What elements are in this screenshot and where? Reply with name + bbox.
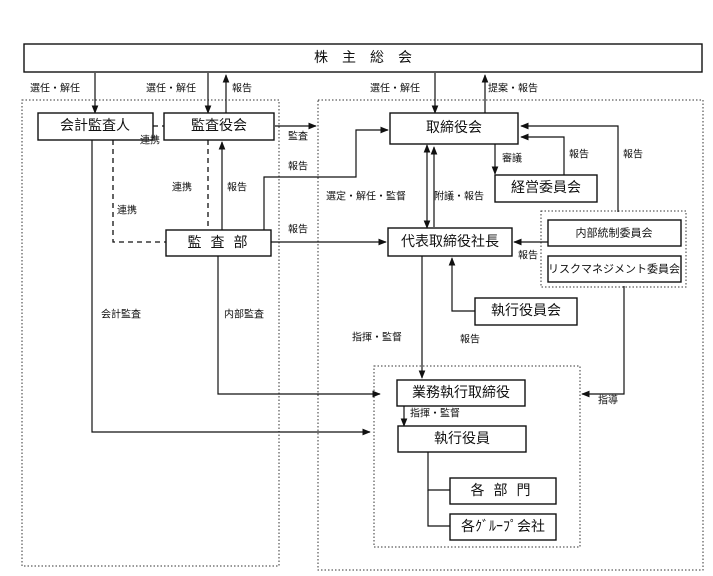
- risk-committee-box: リスクマネジメント委員会: [547, 255, 682, 283]
- internal-control-committee-label: 内部統制委員会: [576, 226, 653, 240]
- audit-dept-box: 監査部: [165, 229, 272, 257]
- edge-mgmt-committee-board: [520, 133, 565, 175]
- label-report-audit-dept-to-president: 報告: [288, 223, 308, 236]
- president-box: 代表取締役社長: [387, 227, 513, 257]
- executive-officers-committee-label: 執行役員会: [491, 303, 561, 319]
- board-label: 取締役会: [426, 119, 482, 136]
- audit-dept-label: 監査部: [188, 234, 257, 251]
- departments-box: 各部門: [449, 477, 557, 505]
- executive-director-label: 業務執行取締役: [412, 384, 510, 401]
- label-elect-dismiss-audit-board: 選任・解任: [146, 82, 196, 95]
- label-report-committees: 報告: [518, 249, 538, 262]
- label-audit: 監査: [288, 130, 308, 143]
- group-companies-label: 各ｸﾞﾙｰﾌﾟ会社: [461, 519, 545, 535]
- label-deliberation: 審議: [502, 152, 522, 165]
- label-report-right: 報告: [623, 148, 643, 161]
- edge-officer-departments: [427, 452, 450, 491]
- label-resolution-report: 附議・報告: [434, 190, 484, 203]
- label-accounting-audit: 会計監査: [101, 308, 141, 321]
- management-committee-box: 経営委員会: [494, 174, 598, 203]
- label-report-mgmt: 報告: [569, 148, 589, 161]
- label-elect-dismiss-auditor: 選任・解任: [30, 82, 80, 95]
- executive-officer-box: 執行役員: [397, 425, 527, 453]
- shareholders-box: 株主総会: [23, 43, 703, 73]
- departments-label: 各部門: [471, 483, 540, 499]
- edge-labels: 選任・解任 選任・解任 報告 選任・解任 提案・報告 連携 監査 報告 審議 報…: [30, 82, 643, 420]
- audit-side-panel: [21, 99, 280, 567]
- executive-officers-committee-box: 執行役員会: [474, 297, 578, 326]
- label-report-audit-dept-to-audit-board: 報告: [227, 181, 247, 194]
- shareholders-label: 株主総会: [314, 50, 426, 66]
- label-coop-3: 連携: [117, 204, 137, 217]
- label-coop-1: 連携: [140, 134, 160, 147]
- label-appoint-dismiss-supervise: 選定・解任・監督: [326, 190, 406, 203]
- executive-director-box: 業務執行取締役: [396, 379, 526, 407]
- committees-panel: [540, 210, 687, 288]
- label-report-audit-board-up: 報告: [232, 82, 252, 95]
- label-report-exec: 報告: [460, 333, 480, 346]
- edge-exec-committee-president: [448, 257, 475, 312]
- internal-control-committee-box: 内部統制委員会: [547, 219, 682, 247]
- accounting-auditor-label: 会計監査人: [60, 117, 130, 134]
- audit-board-label: 監査役会: [191, 117, 247, 134]
- edge-guidance: [581, 286, 625, 398]
- edge-committees-board: [520, 122, 619, 212]
- risk-committee-label: リスクマネジメント委員会: [548, 263, 680, 276]
- edge-audit-dept-board: [263, 126, 389, 230]
- audit-board-box: 監査役会: [163, 112, 275, 141]
- label-internal-audit: 内部監査: [224, 308, 264, 321]
- execution-group-panel: [373, 365, 581, 548]
- label-command-supervise-2: 指揮・監督: [410, 407, 460, 420]
- accounting-auditor-box: 会計監査人: [37, 112, 154, 141]
- edge-internal-audit: [217, 256, 381, 398]
- edge-coop-auditor-audit-dept: [112, 140, 166, 243]
- label-elect-dismiss-board: 選任・解任: [370, 82, 420, 95]
- label-guidance: 指導: [598, 394, 618, 407]
- group-companies-box: 各ｸﾞﾙｰﾌﾟ会社: [449, 513, 557, 541]
- edge-accounting-audit: [91, 140, 371, 436]
- connectors: [91, 73, 625, 527]
- label-propose-report: 提案・報告: [488, 82, 538, 95]
- president-label: 代表取締役社長: [401, 233, 499, 250]
- label-command-supervise-1: 指揮・監督: [352, 331, 402, 344]
- executive-officer-label: 執行役員: [434, 431, 490, 447]
- label-coop-2: 連携: [172, 181, 192, 194]
- edge-officer-group: [427, 490, 450, 527]
- board-box: 取締役会: [389, 112, 519, 145]
- management-committee-label: 経営委員会: [511, 180, 581, 196]
- label-report-audit-dept-to-board: 報告: [288, 160, 308, 173]
- execution-side-panel: [317, 99, 704, 571]
